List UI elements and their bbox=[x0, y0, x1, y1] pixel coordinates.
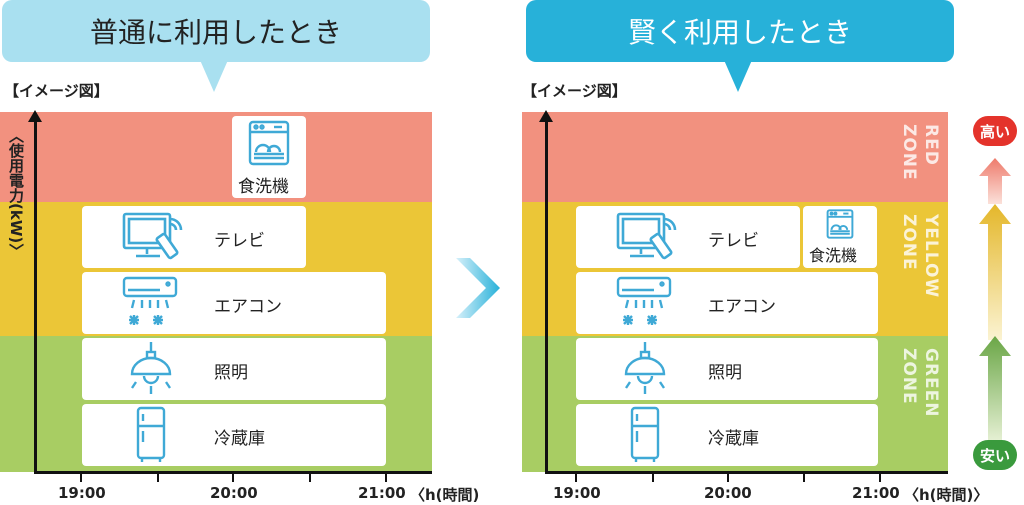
air-conditioner-icon bbox=[616, 276, 672, 325]
tv-icon bbox=[616, 212, 677, 260]
left-dishwasher-label: 食洗機 bbox=[238, 177, 289, 197]
right-tv-card: テレビ bbox=[576, 206, 800, 268]
left-title-bubble: 普通に利用したとき bbox=[2, 0, 430, 62]
right-time-19: 19:00 bbox=[553, 484, 601, 502]
red-zone-label: RED ZONE bbox=[899, 124, 941, 181]
tick bbox=[575, 474, 577, 482]
right-image-label: 【イメージ図】 bbox=[522, 82, 627, 100]
tick bbox=[157, 474, 159, 482]
left-y-axis bbox=[34, 120, 37, 474]
left-light-card: 照明 bbox=[82, 338, 386, 400]
refrigerator-icon bbox=[136, 406, 166, 462]
left-dishwasher-card: 食洗機 bbox=[232, 116, 306, 198]
left-time-20: 20:00 bbox=[210, 484, 258, 502]
right-dishwasher-label: 食洗機 bbox=[809, 246, 858, 265]
left-title: 普通に利用したとき bbox=[89, 16, 342, 49]
right-dishwasher-card: 食洗機 bbox=[803, 206, 877, 268]
left-image-label: 【イメージ図】 bbox=[4, 82, 109, 100]
left-fridge-label: 冷蔵庫 bbox=[214, 429, 265, 449]
tick bbox=[879, 474, 881, 482]
right-aircon-label: エアコン bbox=[708, 297, 776, 317]
left-time-19: 19:00 bbox=[58, 484, 106, 502]
price-low-badge: 安い bbox=[973, 440, 1017, 470]
left-fridge-card: 冷蔵庫 bbox=[82, 404, 386, 466]
right-red-zone bbox=[522, 112, 948, 202]
right-y-axis bbox=[545, 120, 548, 474]
tick bbox=[232, 474, 234, 482]
left-y-axis-arrow bbox=[28, 110, 42, 122]
left-red-zone bbox=[0, 112, 432, 202]
right-bubble-tail bbox=[724, 60, 752, 92]
dishwasher-icon bbox=[248, 120, 290, 166]
right-aircon-card: エアコン bbox=[576, 272, 878, 334]
y-axis-label: 〈使用電力(kW)〉 bbox=[7, 128, 25, 259]
left-x-axis-unit: 〈h(時間) bbox=[410, 486, 480, 504]
tick bbox=[652, 474, 654, 482]
tick bbox=[727, 474, 729, 482]
right-light-label: 照明 bbox=[708, 363, 742, 383]
price-level-arrows-icon bbox=[979, 158, 1011, 440]
left-tv-card: テレビ bbox=[82, 206, 306, 268]
tick bbox=[80, 474, 82, 482]
yellow-zone-label: YELLOW ZONE bbox=[899, 214, 941, 299]
left-time-21: 21:00 bbox=[358, 484, 406, 502]
green-zone-label: GREEN ZONE bbox=[899, 348, 941, 418]
right-light-card: 照明 bbox=[576, 338, 878, 400]
right-tv-label: テレビ bbox=[708, 231, 759, 251]
right-x-axis bbox=[545, 471, 948, 474]
tv-icon bbox=[122, 212, 183, 260]
tick bbox=[309, 474, 311, 482]
right-y-axis-arrow bbox=[539, 110, 553, 122]
tick bbox=[385, 474, 387, 482]
left-tv-label: テレビ bbox=[214, 231, 265, 251]
left-aircon-card: エアコン bbox=[82, 272, 386, 334]
right-title: 賢く利用したとき bbox=[627, 16, 852, 49]
tick bbox=[803, 474, 805, 482]
right-time-20: 20:00 bbox=[704, 484, 752, 502]
left-bubble-tail bbox=[200, 60, 228, 92]
right-title-bubble: 賢く利用したとき bbox=[526, 0, 954, 62]
right-fridge-card: 冷蔵庫 bbox=[576, 404, 878, 466]
right-fridge-label: 冷蔵庫 bbox=[708, 429, 759, 449]
air-conditioner-icon bbox=[122, 276, 178, 325]
transition-arrow-icon bbox=[456, 258, 500, 318]
left-light-label: 照明 bbox=[214, 363, 248, 383]
left-aircon-label: エアコン bbox=[214, 297, 282, 317]
dishwasher-icon bbox=[826, 209, 854, 239]
left-x-axis bbox=[34, 471, 432, 474]
right-time-21: 21:00 bbox=[852, 484, 900, 502]
pendant-light-icon bbox=[130, 342, 172, 394]
refrigerator-icon bbox=[630, 406, 660, 462]
price-high-badge: 高い bbox=[973, 116, 1017, 146]
right-x-axis-unit: 〈h(時間)〉 bbox=[904, 486, 989, 504]
pendant-light-icon bbox=[624, 342, 666, 394]
